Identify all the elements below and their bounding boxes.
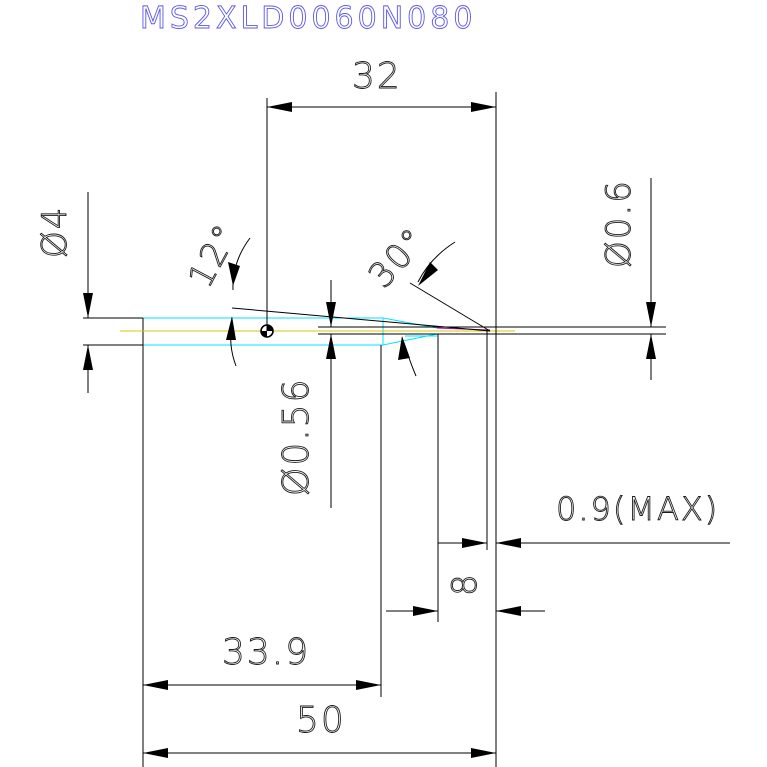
- taper-top: [382, 317, 438, 329]
- dim-flute-length: 8: [386, 334, 545, 622]
- center-mark-fill-2: [261, 331, 267, 337]
- dim-shank-diameter-label: Ø4: [35, 206, 75, 258]
- dim-32-label: 32: [352, 56, 402, 97]
- angle-12-construction: [231, 307, 491, 332]
- dim-tip-length-max-label: 0.9(MAX): [556, 490, 719, 528]
- dim-tip-length-max: 0.9(MAX): [438, 330, 730, 550]
- dim-angle-30: 30°: [361, 220, 456, 377]
- dim-overall-length: 50: [143, 700, 496, 758]
- center-mark-fill: [267, 325, 273, 331]
- dim-neck-diameter: Ø0.56: [276, 280, 336, 508]
- dim-32: 32: [266, 56, 497, 767]
- angle-30-construction: [409, 282, 491, 332]
- dim-shank-diameter: Ø4: [35, 192, 93, 393]
- tool-body: [83, 282, 515, 346]
- dim-tip-diameter: Ø0.6: [490, 178, 666, 380]
- dim-tip-diameter-label: Ø0.6: [599, 179, 639, 268]
- dim-neck-diameter-label: Ø0.56: [276, 378, 317, 497]
- part-number-title: MS2XLD0060N080: [140, 1, 476, 36]
- dim-flute-length-label: 8: [445, 572, 485, 596]
- dim-overall-length-label: 50: [296, 700, 346, 741]
- dim-angle-12: 12°: [180, 216, 251, 367]
- dim-angle-12-label: 12°: [181, 217, 247, 294]
- dim-length-33-9: 33.9: [142, 345, 382, 767]
- dim-angle-30-label: 30°: [361, 220, 435, 296]
- dim-length-33-9-label: 33.9: [222, 632, 310, 673]
